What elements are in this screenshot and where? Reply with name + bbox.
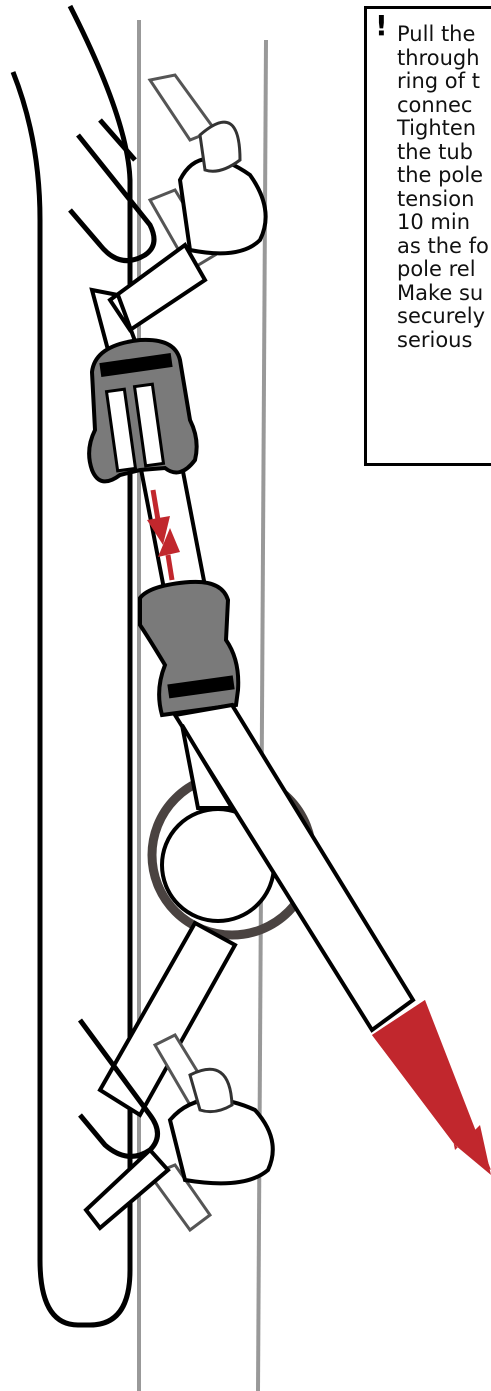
note-line: through — [397, 45, 480, 70]
note-line: pole rel — [397, 257, 476, 281]
frame-tube — [10, 4, 133, 1328]
lower-clip — [77, 1018, 275, 1233]
warning-note-box: ! Pull the through ring of t connec Tigh… — [364, 6, 491, 466]
exclamation-icon: ! — [375, 9, 388, 42]
note-line: Make su — [397, 280, 484, 305]
note-line: ring of t — [397, 69, 480, 93]
tension-arrows-icon — [147, 489, 180, 581]
upper-buckle — [87, 337, 199, 484]
note-line: as the fo — [397, 233, 489, 258]
upper-clip — [68, 73, 268, 273]
strap-diagonal — [97, 920, 238, 1118]
note-line: the pole — [397, 163, 484, 187]
note-text: Pull the through ring of t connec Tighte… — [397, 22, 489, 352]
note-line: the tub — [397, 139, 474, 164]
strap-lower — [171, 702, 416, 1033]
note-line: Pull the — [397, 22, 476, 46]
note-line: connec — [397, 92, 473, 117]
note-line: tension — [397, 186, 475, 211]
note-line: securely — [397, 304, 486, 328]
lower-buckle — [138, 579, 241, 718]
note-line: serious — [397, 327, 473, 352]
note-line: 10 min — [397, 210, 470, 234]
note-line: Tighten — [397, 116, 477, 140]
